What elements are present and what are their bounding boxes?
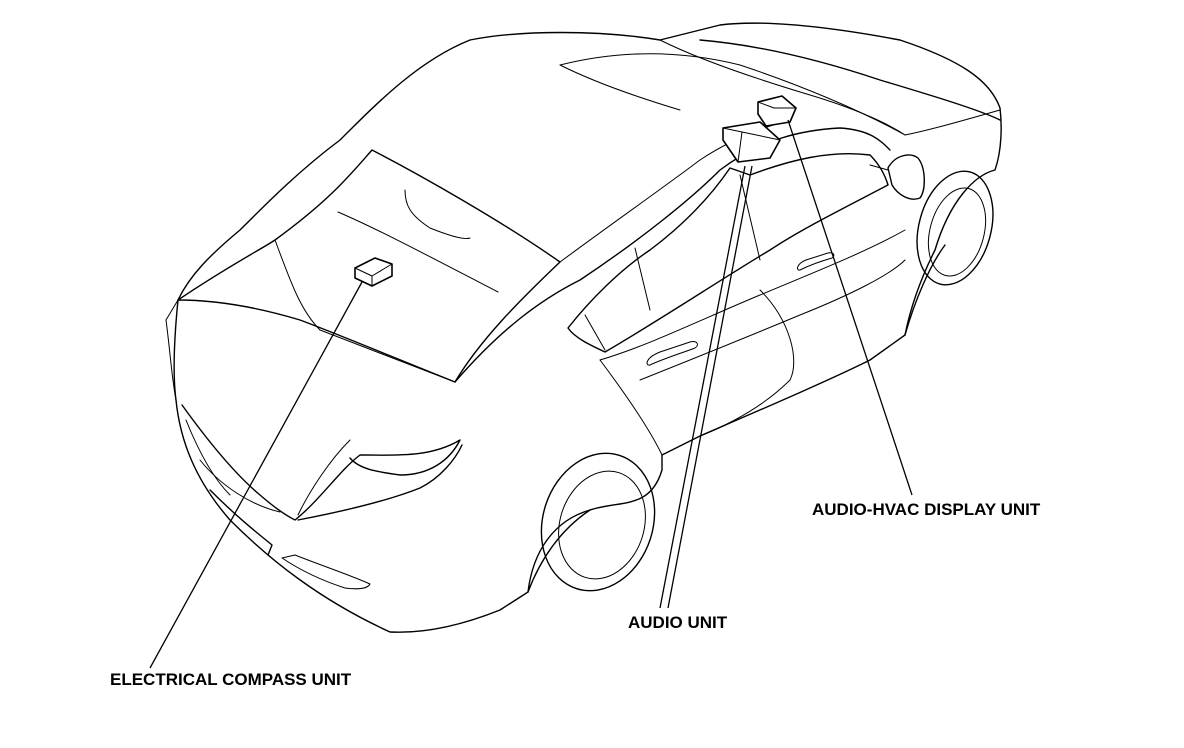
audio-unit-label: AUDIO UNIT xyxy=(628,613,728,632)
audio-leader-line-2 xyxy=(667,165,753,609)
car-body xyxy=(165,22,1002,633)
compass-leader-line xyxy=(149,281,363,669)
electrical-compass-unit-label: ELECTRICAL COMPASS UNIT xyxy=(110,670,352,689)
audio-hvac-display-unit-label: AUDIO-HVAC DISPLAY UNIT xyxy=(812,500,1041,519)
audio-leader-line-1 xyxy=(659,165,746,609)
audio-unit-part xyxy=(722,121,781,163)
compass-unit-part xyxy=(354,257,393,287)
display-leader-line xyxy=(787,119,913,496)
display-unit-part xyxy=(757,95,797,127)
